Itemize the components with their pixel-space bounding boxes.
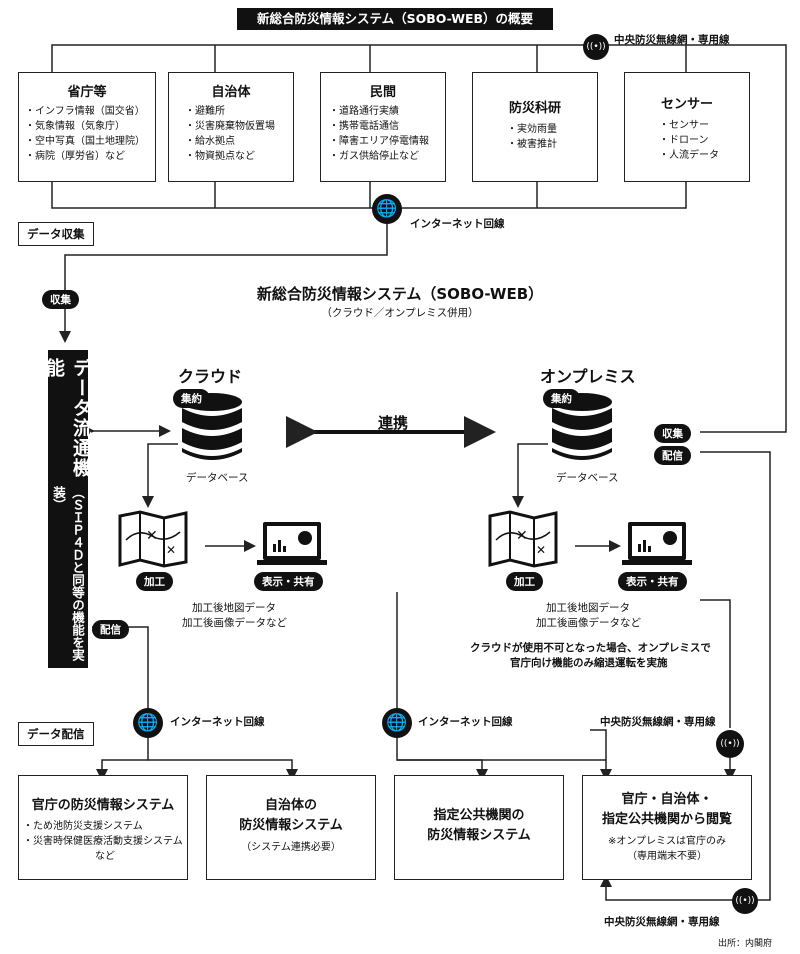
dedicated-line-label: 中央防災無線網・専用線	[604, 916, 720, 928]
cloud-output-2: 加工後画像データなど	[182, 617, 287, 629]
svg-text:✕: ✕	[146, 528, 158, 544]
cloud-aggregate-pill: 集約	[173, 389, 210, 408]
internet-label: インターネット回線	[170, 716, 265, 728]
globe-icon: 🌐	[382, 708, 412, 738]
onprem-note-2: 官庁向け機能のみ縮退運転を実施	[510, 657, 668, 669]
radio-icon: ((•))	[583, 34, 609, 60]
data-flow-bar: データ流通機能 （ＳＩＰ４Ｄと同等の機能を実装）	[43, 350, 92, 668]
target-box-ministries: 官庁の防災情報システム ・ため池防災支援システム ・災害時保健医療活動支援システ…	[18, 775, 188, 880]
map-icon: ✕✕	[118, 510, 188, 568]
onprem-display-pill: 表示・共有	[618, 572, 687, 591]
radio-icon: ((•))	[732, 888, 758, 914]
source-box-sensors: センサー ・センサー ・ドローン ・人流データ	[624, 72, 750, 182]
internet-label: インターネット回線	[418, 716, 513, 728]
onprem-title: オンプレミス	[540, 367, 636, 386]
header-title: 新総合防災情報システム（SOBO-WEB）の概要	[237, 8, 553, 30]
internet-label: インターネット回線	[410, 218, 505, 230]
section-distribute: データ配信	[18, 722, 94, 746]
link-label: 連携	[378, 414, 409, 432]
globe-icon: 🌐	[372, 194, 402, 224]
onprem-note-1: クラウドが使用不可となった場合、オンプレミスで	[470, 642, 711, 654]
globe-icon: 🌐	[133, 708, 163, 738]
collect-pill: 収集	[42, 290, 79, 309]
monitor-icon	[257, 522, 327, 565]
monitor-icon	[622, 522, 692, 565]
map-icon: ✕✕	[488, 510, 558, 568]
cloud-display-pill: 表示・共有	[254, 572, 323, 591]
target-box-public-agencies: 指定公共機関の 防災情報システム	[394, 775, 564, 880]
source-box-ministries: 省庁等 ・インフラ情報（国交省） ・気象情報（気象庁） ・空中写真（国土地理院）…	[18, 72, 156, 182]
svg-text:✕: ✕	[166, 543, 176, 557]
dedicated-line-label: 中央防災無線網・専用線	[600, 716, 716, 728]
cloud-process-pill: 加工	[136, 572, 173, 591]
svg-text:✕: ✕	[516, 528, 528, 544]
section-collect: データ収集	[18, 222, 94, 246]
onprem-aggregate-pill: 集約	[543, 389, 580, 408]
onprem-output-1: 加工後地図データ	[546, 602, 630, 614]
target-box-viewing: 官庁・自治体・ 指定公共機関から閲覧 ※オンプレミスは官庁のみ （専用端末不要）	[582, 775, 752, 880]
dedicated-line-label: 中央防災無線網・専用線	[614, 34, 730, 46]
source-box-private: 民間 ・道路通行実績 ・携帯電話通信 ・障害エリア停電情報 ・ガス供給停止など	[320, 72, 446, 182]
source-box-nied: 防災科研 ・実効雨量 ・被害推計	[472, 72, 598, 182]
system-subtitle: （クラウド／オンプレミス併用）	[321, 307, 479, 319]
source-box-municipalities: 自治体 ・避難所 ・災害廃棄物仮置場 ・給水拠点 ・物資拠点など	[168, 72, 294, 182]
system-title: 新総合防災情報システム（SOBO-WEB）	[256, 285, 544, 303]
onprem-distribute-pill: 配信	[654, 446, 691, 465]
distribute-pill: 配信	[92, 620, 129, 639]
cloud-db-label: データベース	[186, 472, 249, 484]
credit: 出所：内閣府	[718, 939, 773, 949]
cloud-output-1: 加工後地図データ	[192, 602, 276, 614]
target-box-municipalities: 自治体の 防災情報システム （システム連携必要）	[206, 775, 376, 880]
svg-text:✕: ✕	[536, 543, 546, 557]
onprem-db-label: データベース	[556, 472, 619, 484]
cloud-title: クラウド	[178, 367, 243, 386]
onprem-process-pill: 加工	[506, 572, 543, 591]
onprem-collect-pill: 収集	[654, 424, 691, 443]
onprem-output-2: 加工後画像データなど	[536, 617, 641, 629]
radio-icon: ((•))	[716, 730, 744, 758]
